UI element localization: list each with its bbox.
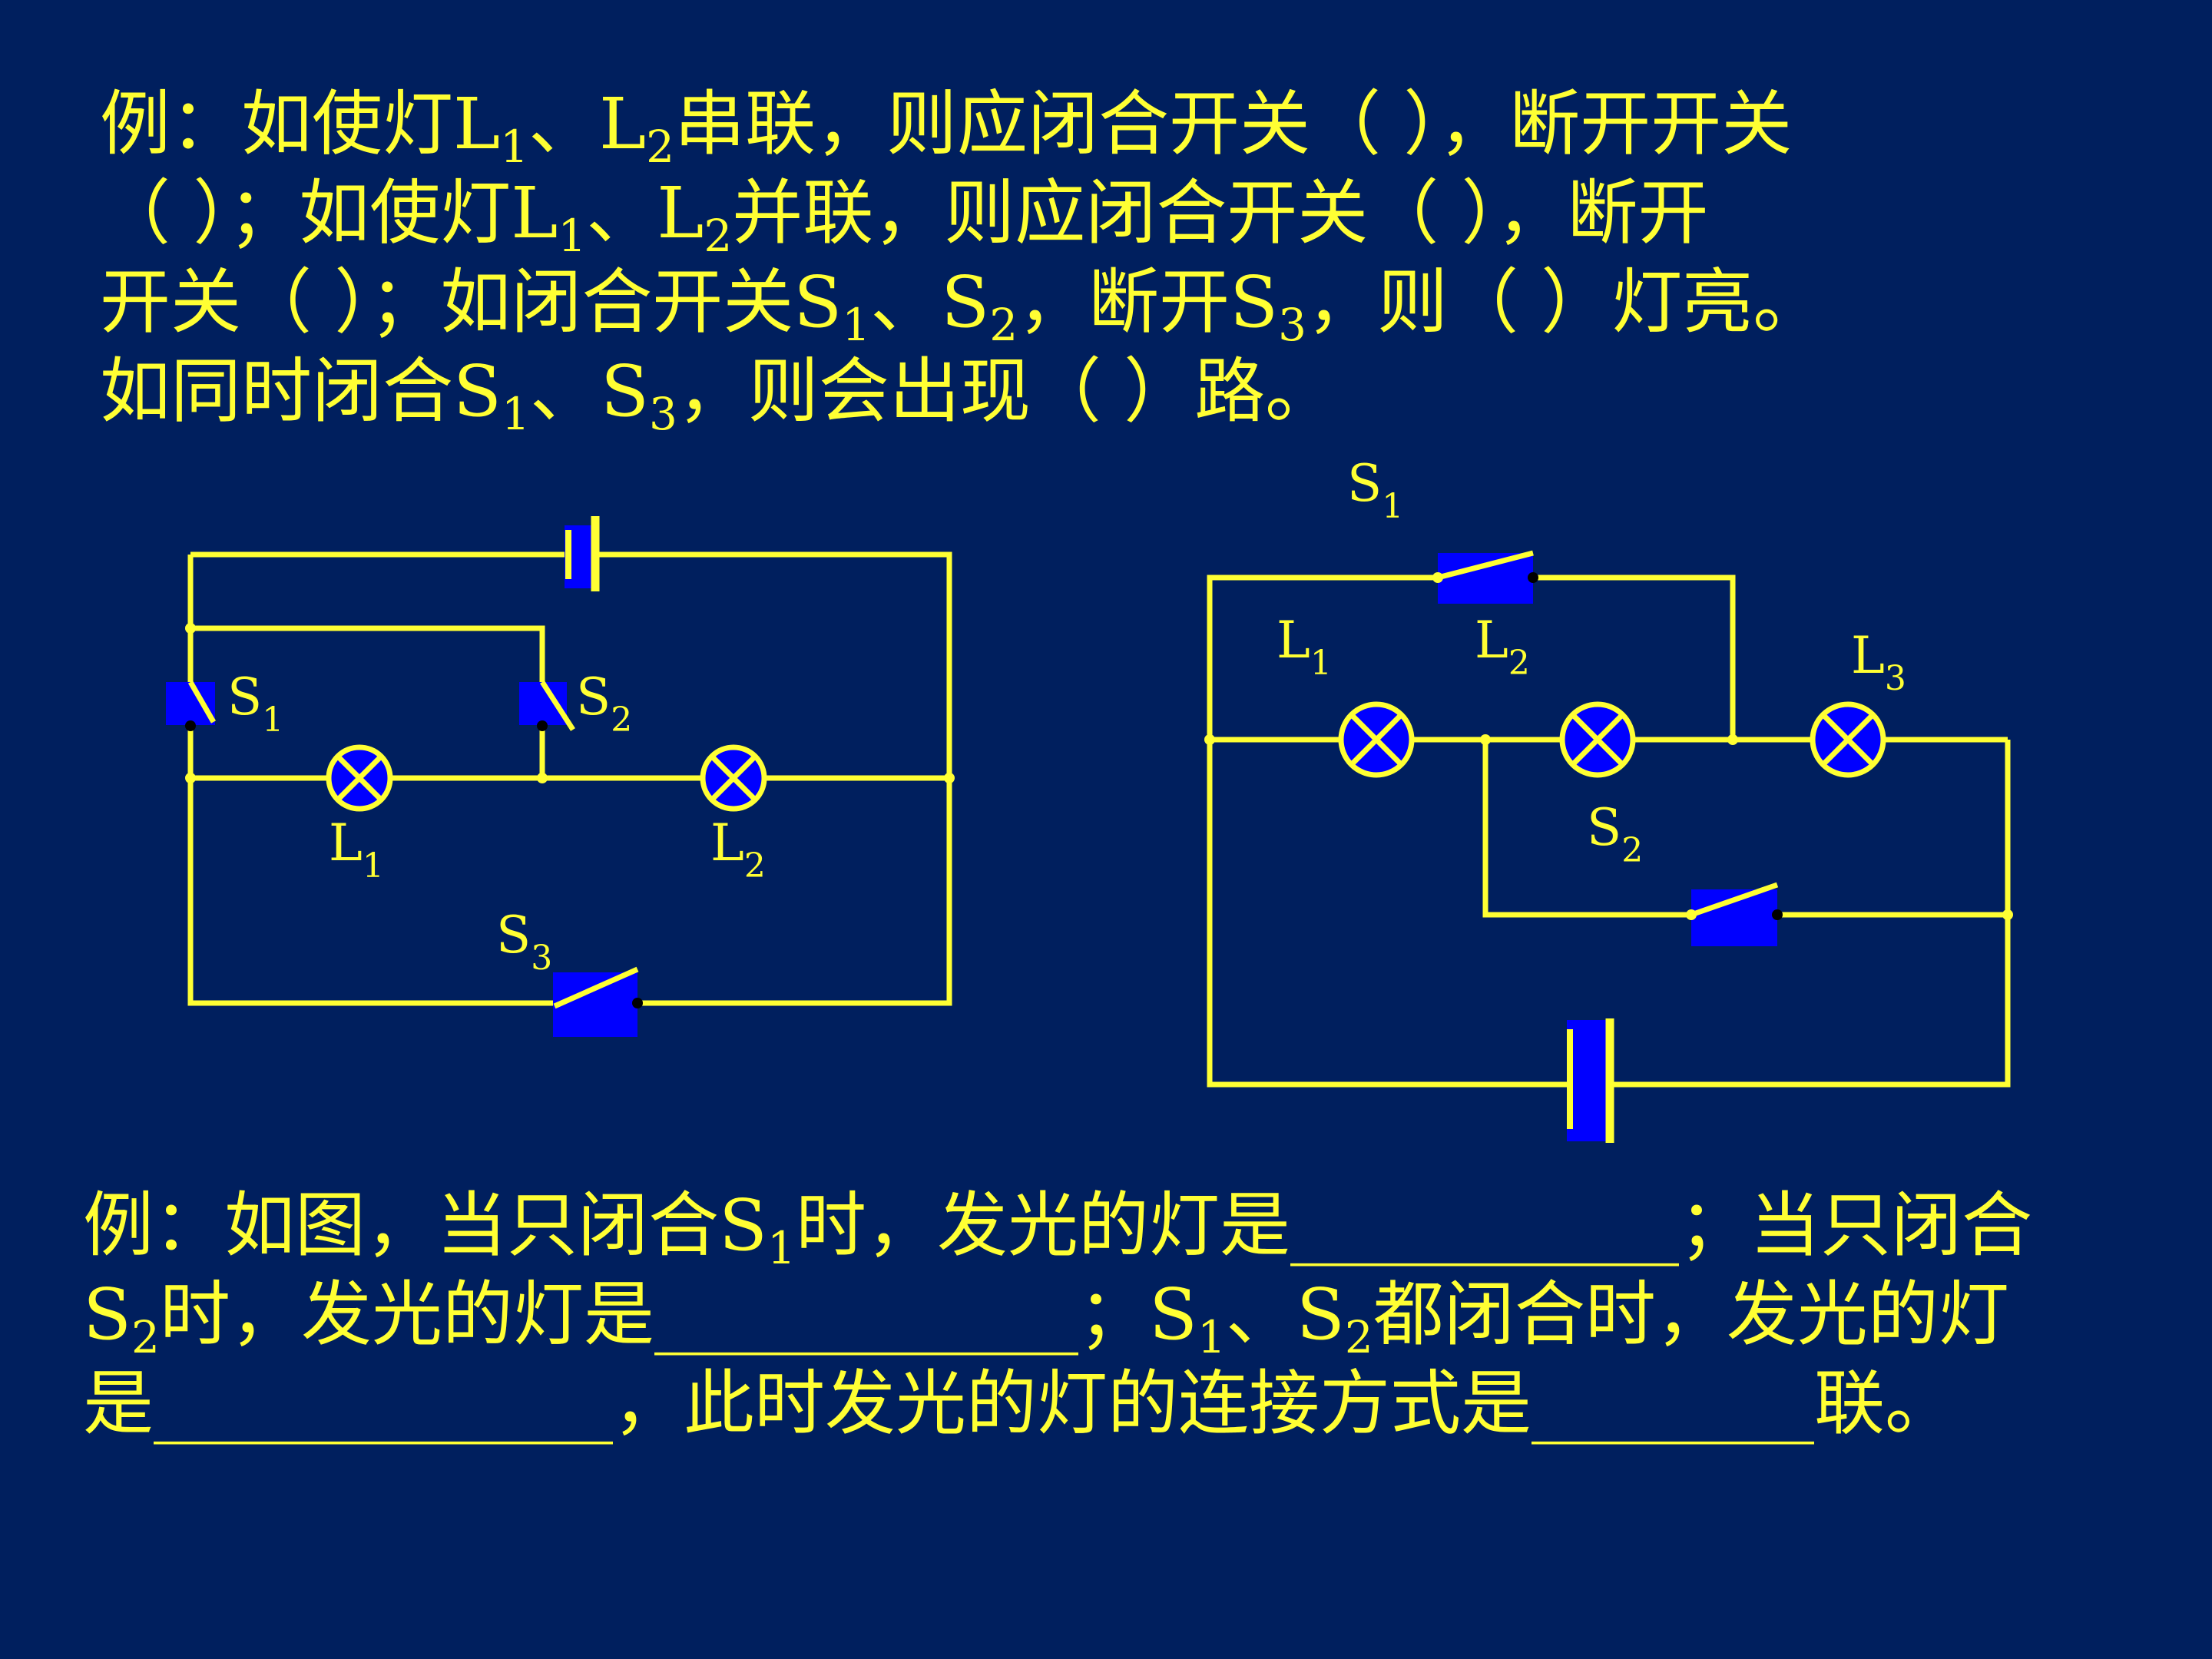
label-l3: L3 [1851,626,1906,698]
text-run: S [83,1273,132,1356]
left-switch-s2 [519,680,575,731]
left-junction-dots [185,623,955,783]
text-run: 都闭合时，发光的灯 [1373,1273,2009,1356]
text-run: ，则会出现（ ）路。 [677,350,1336,432]
wire [1482,740,1691,918]
text-line: 如同时闭合S1、S3，则会出现（ ）路。 [100,347,1823,436]
subscript: 2 [646,121,675,173]
wire [190,625,545,682]
wire [1207,575,1567,1088]
text-line: S2时，发光的灯是____________；S1、S2都闭合时，发光的灯 [83,1270,2032,1359]
subscript: 3 [648,388,677,440]
right-lamp-l3 [1810,701,1886,778]
right-battery [1567,1018,1614,1143]
label-l1: L1 [1277,611,1332,683]
right-contact-dots [1528,572,1783,920]
right-labels: S1 L1 L2 L3 S2 [1277,454,1906,870]
text-run: 例：如使灯L [100,83,501,165]
text-run: 、S [870,261,990,343]
left-switch-s3 [553,966,639,1037]
subscript: 2 [131,1311,160,1363]
text-run: 串联，则应闭合开关（ ），断开开关 [674,83,1793,165]
right-circuit [1207,575,2011,1088]
text-run: 、S [529,350,649,432]
subscript: 2 [989,299,1018,351]
left-contact-dots [185,720,643,1008]
subscript: 1 [502,388,530,440]
subscript: 1 [1197,1311,1226,1363]
text-run: 例：如图，当只闭合S [83,1184,768,1267]
label-s3: S3 [496,906,552,978]
subscript: 2 [1344,1311,1373,1363]
right-switch-s1 [1437,550,1534,604]
wire [1533,575,1736,740]
text-run: 时，发光的灯是___________；当只闭合 [795,1184,2032,1267]
subscript: 3 [1278,299,1307,351]
label-s1: S1 [227,667,283,740]
text-run: 是_____________，此时发光的灯的连接方式是________联。 [83,1363,1956,1445]
question-1-text: 例：如使灯L1、L2串联，则应闭合开关（ ），断开开关（ ）；如使灯L1、L2并… [100,80,1823,436]
subscript: 1 [558,210,587,262]
right-switch-s2 [1690,882,1779,946]
text-line: （ ）；如使灯L1、L2并联，则应闭合开关（ ），断开 [100,169,1823,258]
wire [1611,740,2011,1088]
left-battery [565,516,600,591]
label-l1: L1 [329,813,384,886]
label-l2: L2 [710,813,766,886]
right-junction-dots [1204,572,2013,920]
text-line: 例：如图，当只闭合S1时，发光的灯是___________；当只闭合 [83,1181,2032,1270]
subscript: 1 [767,1222,796,1274]
text-line: 例：如使灯L1、L2串联，则应闭合开关（ ），断开开关 [100,80,1823,169]
text-run: （ ）；如使灯L [100,172,558,254]
text-line: 开关（ ）；如闭合开关S1、S2，断开S3，则（ ）灯亮。 [100,258,1823,347]
text-run: 、L [528,83,647,165]
text-run: ，断开S [1018,261,1279,343]
text-run: 、L [586,172,704,254]
label-s2: S2 [576,667,632,740]
left-circuit [187,551,952,1006]
text-line: 是_____________，此时发光的灯的连接方式是________联。 [83,1359,2032,1449]
label-l2: L2 [1475,611,1530,683]
text-run: 开关（ ）；如闭合开关S [100,261,843,343]
left-switch-s1 [166,680,217,725]
right-lamp-l2 [1559,701,1636,778]
right-lamp-l1 [1338,701,1415,778]
left-lamp-l1 [326,744,393,812]
subscript: 1 [500,121,529,173]
subscript: 2 [704,210,733,262]
text-run: 、S [1225,1273,1345,1356]
left-lamp-l2 [700,744,767,812]
text-run: ，则（ ）灯亮。 [1306,261,1824,343]
subscript: 1 [842,299,871,351]
text-run: 如同时闭合S [100,350,502,432]
text-run: 并联，则应闭合开关（ ），断开 [732,172,1709,254]
left-labels: S1 S2 L1 L2 S3 [227,667,766,978]
text-run: 时，发光的灯是____________；S [159,1273,1197,1356]
label-s2: S2 [1587,798,1643,870]
label-s1: S1 [1347,454,1403,526]
